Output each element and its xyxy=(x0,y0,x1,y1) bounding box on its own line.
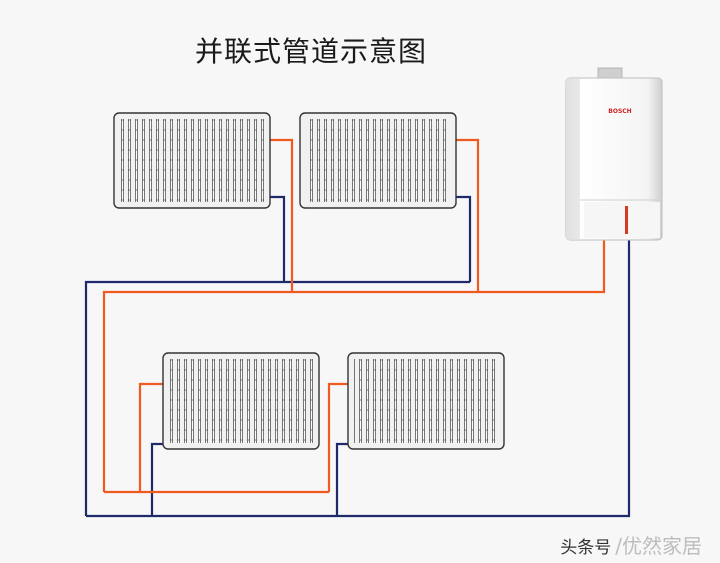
supply-pipe-upper-left xyxy=(270,138,294,292)
watermark: 头条号/优然家居 xyxy=(560,530,702,559)
radiator-top-right xyxy=(299,112,457,209)
diagram-title: 并联式管道示意图 xyxy=(195,35,428,68)
watermark-prefix: 头条号 xyxy=(560,538,612,558)
boiler-brand-label: BOSCH xyxy=(608,108,631,115)
radiator-bottom-right xyxy=(347,352,505,450)
radiator-bottom-left xyxy=(162,352,320,450)
watermark-text: /优然家居 xyxy=(615,534,702,558)
return-pipe-lower-main xyxy=(86,238,631,518)
return-pipe-lower-right xyxy=(335,442,348,516)
radiator-top-left xyxy=(113,112,271,209)
return-pipes xyxy=(84,195,631,518)
return-pipe-upper-left xyxy=(270,195,286,282)
supply-pipes xyxy=(102,138,606,494)
return-pipe-upper-main xyxy=(84,280,470,516)
return-pipe-lower-left xyxy=(150,442,163,516)
supply-pipe-upper-right xyxy=(456,138,480,292)
wall-boiler: BOSCH xyxy=(565,67,663,241)
supply-pipe-lower-left xyxy=(138,382,163,492)
supply-pipe-main-horizontal xyxy=(102,238,606,492)
supply-pipe-lower-right xyxy=(327,382,348,492)
return-pipe-upper-right xyxy=(456,195,472,282)
